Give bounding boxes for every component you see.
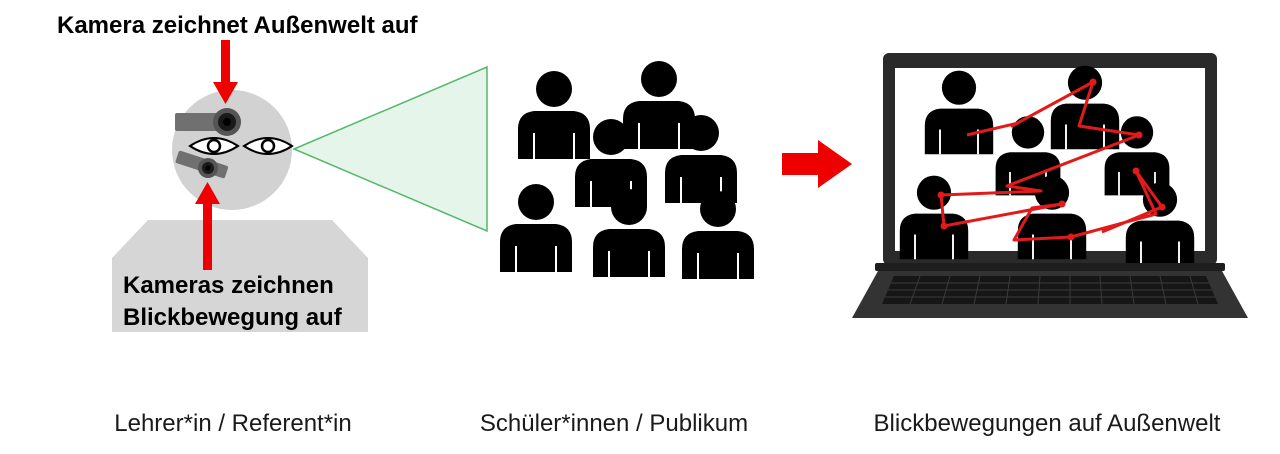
camera-outside-label: Kamera zeichnet Außenwelt auf <box>57 12 419 39</box>
laptop-hinge <box>875 263 1225 271</box>
caption-teacher: Lehrer*in / Referent*in <box>114 410 351 437</box>
person-silhouette-icon <box>499 183 573 273</box>
keyboard-grid <box>885 275 1215 305</box>
gaze-path <box>939 80 1164 242</box>
audience-group <box>499 60 755 280</box>
fixation-points <box>937 78 1166 241</box>
eye-right-icon <box>242 137 294 155</box>
eye-camera-icon <box>175 150 229 179</box>
teacher-group: Kamera zeichnet Außenwelt auf Kameras ze… <box>57 12 488 332</box>
arrow-up-icon <box>195 182 220 270</box>
caption-audience: Schüler*innen / Publikum <box>480 410 748 437</box>
person-silhouette-icon <box>681 190 755 280</box>
scene-camera-icon <box>175 108 241 136</box>
cameras-gaze-label-line2: Blickbewegung auf <box>123 304 343 331</box>
caption-gaze-on-world: Blickbewegungen auf Außenwelt <box>874 410 1221 437</box>
person-silhouette-icon <box>517 70 591 160</box>
laptop-icon <box>852 53 1248 318</box>
eye-left-icon <box>188 137 240 155</box>
view-cone <box>292 65 488 233</box>
arrow-down-icon <box>213 40 238 104</box>
cameras-gaze-label-line1: Kameras zeichnen <box>123 272 334 299</box>
desk <box>112 220 368 332</box>
arrow-right-icon <box>782 140 852 188</box>
